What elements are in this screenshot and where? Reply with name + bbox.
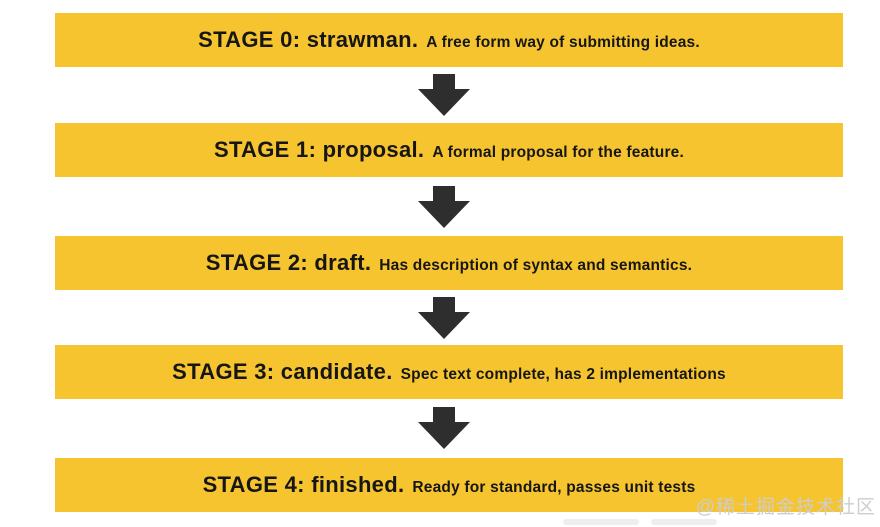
stage-4-title: STAGE 4: finished. [202, 472, 405, 497]
stage-1-banner: STAGE 1: proposal. A formal proposal for… [55, 123, 843, 177]
stage-4-banner: STAGE 4: finished. Ready for standard, p… [55, 458, 843, 512]
stage-2-title: STAGE 2: draft. [205, 250, 372, 275]
stage-0-title: STAGE 0: strawman. [198, 27, 419, 52]
down-arrow-icon [418, 407, 470, 449]
stage-0-text: STAGE 0: strawman. A free form way of su… [198, 27, 700, 53]
bottom-artifact [651, 519, 717, 525]
down-arrow-icon [418, 297, 470, 339]
stage-4-description: Ready for standard, passes unit tests [412, 479, 696, 496]
watermark: @稀土掘金技术社区 [695, 497, 876, 518]
stage-4-text: STAGE 4: finished. Ready for standard, p… [203, 472, 696, 498]
stage-2-description: Has description of syntax and semantics. [379, 257, 693, 274]
stage-0-description: A free form way of submitting ideas. [426, 34, 700, 51]
stage-2-text: STAGE 2: draft. Has description of synta… [206, 250, 692, 276]
down-arrow-icon [418, 186, 470, 228]
stage-0-banner: STAGE 0: strawman. A free form way of su… [55, 13, 843, 67]
bottom-artifact [563, 519, 639, 525]
stage-3-text: STAGE 3: candidate. Spec text complete, … [172, 359, 726, 385]
stage-3-banner: STAGE 3: candidate. Spec text complete, … [55, 345, 843, 399]
stage-2-banner: STAGE 2: draft. Has description of synta… [55, 236, 843, 290]
stage-3-description: Spec text complete, has 2 implementation… [400, 366, 726, 383]
stage-1-description: A formal proposal for the feature. [432, 144, 685, 161]
stage-1-title: STAGE 1: proposal. [213, 137, 425, 162]
down-arrow-icon [418, 74, 470, 116]
stage-1-text: STAGE 1: proposal. A formal proposal for… [214, 137, 684, 163]
stage-3-title: STAGE 3: candidate. [172, 359, 393, 384]
